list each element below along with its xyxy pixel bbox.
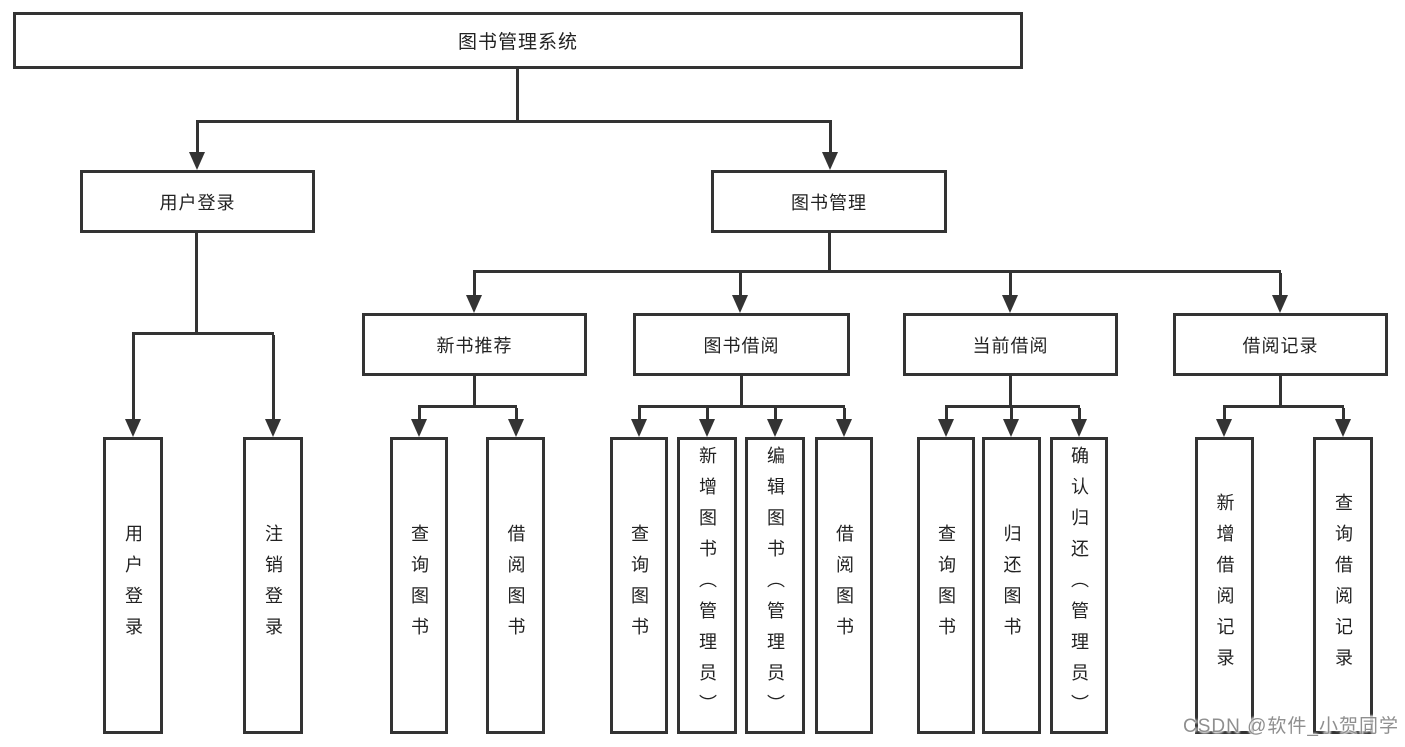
node-label: 新书推荐 (436, 335, 513, 356)
connector-user-login-stem (195, 233, 198, 335)
node-label: 图书管理 (791, 192, 867, 213)
node-label: 归还图书 (1001, 523, 1022, 648)
node-leaf-confirm-return-admin: 确认归还（管理员） (1050, 437, 1108, 734)
node-leaf-borrow-books-1: 借阅图书 (486, 437, 545, 734)
connector-current-borrow-rail (945, 405, 1080, 408)
arrow-down-to-current-borrow (1002, 273, 1018, 313)
node-label: 新增借阅记录 (1214, 492, 1235, 679)
arrow-down-to-query-books-3 (938, 408, 954, 437)
node-leaf-query-books-2: 查询图书 (610, 437, 668, 734)
node-label: 借阅图书 (505, 523, 526, 648)
arrow-down-to-borrow-books-2 (836, 408, 852, 437)
connector-current-borrow-stem (1009, 376, 1012, 408)
arrow-down-to-book-management (822, 123, 838, 170)
arrow-down-to-add-borrow-record (1216, 408, 1232, 437)
node-book-borrow: 图书借阅 (633, 313, 850, 376)
node-leaf-query-books-1: 查询图书 (390, 437, 448, 734)
connector-book-borrow-rail (638, 405, 845, 408)
node-label: 注销登录 (263, 523, 283, 648)
connector-borrow-records-stem (1279, 376, 1282, 408)
node-borrow-records: 借阅记录 (1173, 313, 1388, 376)
node-label: 用户登录 (159, 192, 236, 213)
node-label: 查询图书 (936, 523, 956, 648)
connector-root-rail (196, 120, 832, 123)
node-leaf-add-books-admin: 新增图书（管理员） (677, 437, 737, 734)
node-leaf-user-login: 用户登录 (103, 437, 163, 734)
arrow-down-to-borrow-records (1272, 273, 1288, 313)
arrow-down-to-query-books-2 (631, 408, 647, 437)
arrow-down-to-query-books-1 (411, 408, 427, 437)
node-label: 查询图书 (629, 523, 649, 648)
node-user-login: 用户登录 (80, 170, 315, 233)
arrow-down-to-edit-books-admin (767, 408, 783, 437)
arrow-down-to-user-login (189, 123, 205, 170)
arrow-down-to-query-borrow-record (1335, 408, 1351, 437)
node-root-library-system: 图书管理系统 (13, 12, 1023, 69)
node-label: 编辑图书（管理员） (765, 446, 785, 725)
arrow-down-to-logout-leaf (265, 335, 281, 437)
node-label: 当前借阅 (972, 335, 1049, 356)
connector-root-stem (516, 69, 519, 123)
node-leaf-query-books-3: 查询图书 (917, 437, 975, 734)
node-new-book-recommend: 新书推荐 (362, 313, 587, 376)
connector-new-book-recommend-stem (473, 376, 476, 408)
node-label: 借阅图书 (834, 523, 854, 648)
node-leaf-return-books: 归还图书 (982, 437, 1041, 734)
node-label: 图书管理系统 (457, 32, 578, 53)
node-leaf-borrow-books-2: 借阅图书 (815, 437, 873, 734)
arrow-down-to-book-borrow (732, 273, 748, 313)
connector-book-borrow-stem (740, 376, 743, 408)
arrow-down-to-return-books (1003, 408, 1019, 437)
connector-new-book-recommend-rail (418, 405, 517, 408)
node-leaf-add-borrow-record: 新增借阅记录 (1195, 437, 1254, 734)
arrow-down-to-user-login-leaf (125, 335, 141, 437)
node-label: 用户登录 (123, 523, 143, 648)
arrow-down-to-new-book-recommend (466, 273, 482, 313)
connector-borrow-records-rail (1223, 405, 1344, 408)
node-leaf-logout: 注销登录 (243, 437, 303, 734)
connector-book-management-rail (473, 270, 1281, 273)
connector-user-login-rail (132, 332, 274, 335)
csdn-watermark: CSDN @软件_小贺同学 (1183, 716, 1399, 737)
node-label: 新增图书（管理员） (697, 446, 717, 725)
arrow-down-to-borrow-books-1 (508, 408, 524, 437)
node-book-management: 图书管理 (711, 170, 947, 233)
node-current-borrow: 当前借阅 (903, 313, 1118, 376)
node-leaf-query-borrow-record: 查询借阅记录 (1313, 437, 1373, 734)
node-label: 查询图书 (409, 523, 429, 648)
connector-book-management-stem (828, 233, 831, 273)
node-label: 查询借阅记录 (1333, 492, 1353, 679)
node-label: 图书借阅 (703, 335, 780, 356)
node-label: 确认归还（管理员） (1069, 446, 1089, 725)
node-leaf-edit-books-admin: 编辑图书（管理员） (745, 437, 805, 734)
node-label: 借阅记录 (1242, 335, 1319, 356)
arrow-down-to-confirm-return-admin (1071, 408, 1087, 437)
arrow-down-to-add-books-admin (699, 408, 715, 437)
